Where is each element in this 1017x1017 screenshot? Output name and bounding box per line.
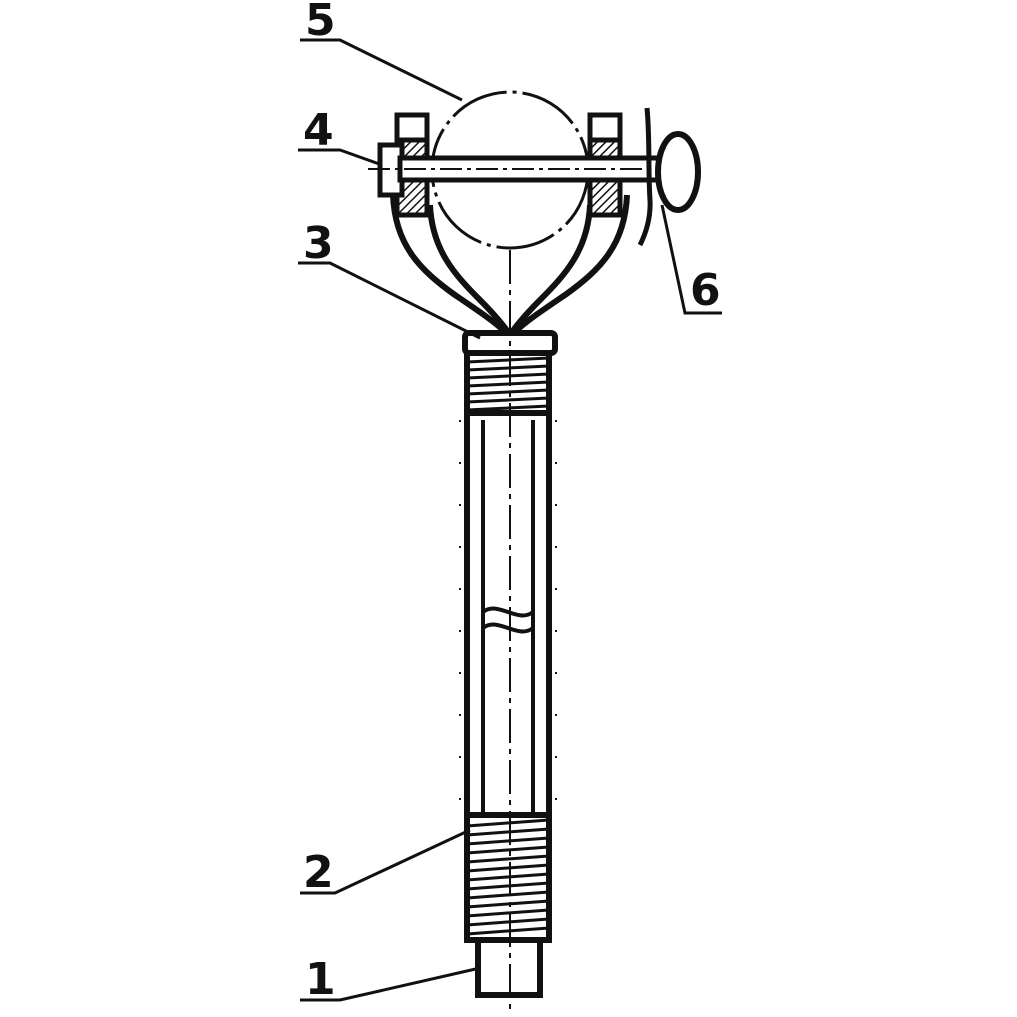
fork-yoke [390,194,508,335]
rod-break-mark [481,606,535,634]
upper-threads [466,356,550,412]
fork-yoke-inner-right [509,204,593,334]
fork-yoke-inner-left [427,204,511,334]
cotter-ring [655,131,701,213]
cotter-pin-leg [637,107,653,247]
callout-2: 2 [303,847,334,898]
callout-1: 1 [305,954,336,1005]
fork-yoke-right [512,194,630,335]
leader-2 [300,828,471,895]
leader-3 [298,261,481,340]
lower-threads [466,818,550,936]
leader-lines [298,38,722,1002]
leader-1 [300,966,481,1002]
callout-3: 3 [303,218,334,269]
leader-4 [298,148,383,167]
leader-6 [660,204,722,315]
callout-6: 6 [690,265,721,316]
callout-5: 5 [305,0,336,46]
callout-4: 4 [303,105,334,156]
leader-5 [300,38,463,102]
